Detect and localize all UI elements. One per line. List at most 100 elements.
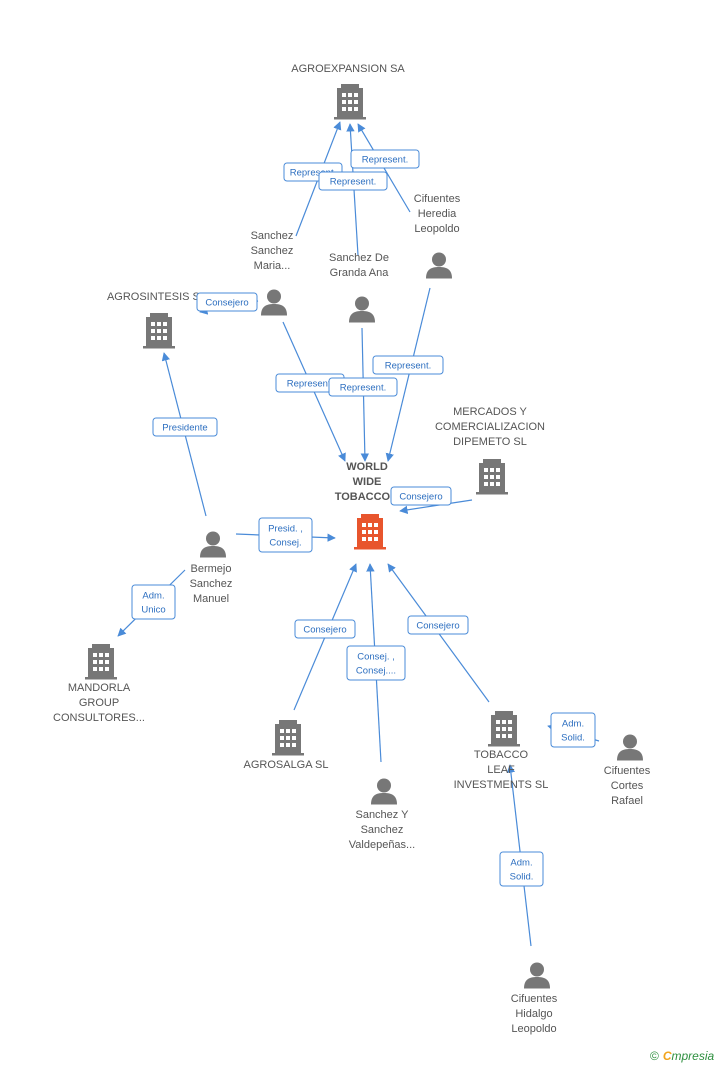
building-icon[interactable]: [488, 711, 520, 747]
edge-label-sanchezana-worldwide[interactable]: Represent.: [328, 377, 398, 397]
node-label[interactable]: MANDORLA: [68, 682, 131, 694]
edge-label-box[interactable]: [550, 712, 596, 748]
node-label[interactable]: AGROSINTESIS S...: [107, 291, 209, 303]
node-label[interactable]: AGROSALGA SL: [244, 759, 329, 771]
node-label[interactable]: Cifuentes: [511, 993, 558, 1005]
edge-label-bermejo-worldwide[interactable]: Presid. , Consej.: [258, 517, 313, 553]
edge-label-sanchezmaria-agrosintesis[interactable]: Consejero: [196, 292, 258, 312]
edge-label-bermejo-mandorla[interactable]: Adm.Unico: [131, 584, 176, 620]
node-label[interactable]: Sanchez: [190, 578, 233, 590]
edge-label-text[interactable]: Consejero: [416, 621, 459, 632]
edge-label-text[interactable]: Consej.: [269, 538, 301, 549]
edge-label-box[interactable]: [328, 377, 398, 397]
node-worldwide[interactable]: WORLDWIDETOBACCO...: [335, 461, 400, 550]
edge-label-text[interactable]: Presidente: [162, 423, 207, 434]
node-label[interactable]: Cifuentes: [604, 765, 651, 777]
node-label[interactable]: AGROEXPANSION SA: [291, 63, 405, 75]
edge-label-text[interactable]: Represent.: [340, 383, 386, 394]
edge-label-text[interactable]: Solid.: [510, 872, 534, 883]
edge-label-box[interactable]: [407, 615, 469, 635]
node-agroexpansion[interactable]: AGROEXPANSION SA: [291, 63, 405, 120]
edge-label-text[interactable]: Represent.: [287, 379, 333, 390]
node-label[interactable]: Granda Ana: [330, 267, 390, 279]
node-label[interactable]: DIPEMETO SL: [453, 436, 527, 448]
person-icon[interactable]: [261, 289, 287, 316]
edge-label-cifuentesheredia-agroexpansion[interactable]: Represent.: [350, 149, 420, 169]
edge-label-box[interactable]: [196, 292, 258, 312]
edge-label-text[interactable]: Consej. ,: [357, 652, 395, 663]
edge-label-text[interactable]: Represent.: [362, 155, 408, 166]
edge-label-tobaccoleaf-worldwide[interactable]: Consejero: [407, 615, 469, 635]
node-label[interactable]: LEAF: [487, 764, 515, 776]
node-label[interactable]: Leopoldo: [414, 223, 459, 235]
edge-label-box[interactable]: [372, 355, 444, 375]
building-icon[interactable]: [143, 313, 175, 349]
node-label[interactable]: WORLD: [346, 461, 388, 473]
edge-label-box[interactable]: [294, 619, 356, 639]
edge-label-text[interactable]: Represent.: [385, 361, 431, 372]
edge-label-text[interactable]: Consej....: [356, 666, 396, 677]
node-label[interactable]: Sanchez: [361, 824, 404, 836]
node-agrosintesis[interactable]: AGROSINTESIS S...: [107, 291, 209, 349]
node-label[interactable]: Leopoldo: [511, 1023, 556, 1035]
edge-label-box[interactable]: [318, 171, 388, 191]
node-mercados[interactable]: MERCADOS Y COMERCIALIZACION DIPEMETO SL: [435, 406, 545, 495]
node-sanchezmaria[interactable]: SanchezSanchezMaria...: [251, 230, 294, 316]
edge-label-box[interactable]: [499, 851, 544, 887]
person-icon[interactable]: [349, 296, 375, 323]
node-label[interactable]: Rafael: [611, 795, 643, 807]
node-label[interactable]: Maria...: [254, 260, 291, 272]
building-icon[interactable]: [476, 459, 508, 495]
edge-label-sanchezvaldepenas-worldwide[interactable]: Consej. , Consej....: [346, 645, 406, 681]
node-label[interactable]: Manuel: [193, 593, 229, 605]
building-icon[interactable]: [85, 644, 117, 680]
edge-label-box[interactable]: [152, 417, 218, 437]
edge-label-box[interactable]: [346, 645, 406, 681]
node-agrosalga[interactable]: AGROSALGA SL: [244, 720, 329, 771]
node-label[interactable]: Heredia: [418, 208, 457, 220]
person-icon[interactable]: [617, 734, 643, 761]
node-label[interactable]: Sanchez Y: [355, 809, 409, 821]
node-label[interactable]: Hidalgo: [515, 1008, 552, 1020]
node-label[interactable]: CONSULTORES...: [53, 712, 145, 724]
edge-label-box[interactable]: [350, 149, 420, 169]
node-label[interactable]: COMERCIALIZACION: [435, 421, 545, 433]
edge-label-text[interactable]: Represent.: [290, 168, 336, 179]
edge-label-text[interactable]: Consejero: [399, 492, 442, 503]
edge-label-text[interactable]: Consejero: [205, 298, 248, 309]
edge-label-mercados-worldwide[interactable]: Consejero: [390, 486, 452, 506]
edge-label-cifuentescortes-tobaccoleaf[interactable]: Adm. Solid.: [550, 712, 596, 748]
edge-label-text[interactable]: Adm.: [562, 719, 584, 730]
node-label[interactable]: WIDE: [353, 476, 382, 488]
edge-label-text[interactable]: Solid.: [561, 733, 585, 744]
edge-label-box[interactable]: [258, 517, 313, 553]
node-label[interactable]: Cifuentes: [414, 193, 461, 205]
edge-label-box[interactable]: [390, 486, 452, 506]
edge-label-text[interactable]: Presid. ,: [268, 524, 303, 535]
node-label[interactable]: MERCADOS Y: [453, 406, 527, 418]
edge-label-text[interactable]: Unico: [141, 605, 165, 616]
edge-label-bermejo-agrosintesis[interactable]: Presidente: [152, 417, 218, 437]
node-label[interactable]: Sanchez: [251, 230, 294, 242]
node-label[interactable]: Cortes: [611, 780, 644, 792]
node-mandorla[interactable]: MANDORLAGROUPCONSULTORES...: [53, 644, 145, 724]
edge-label-cifueteshidalgo-tobaccoleaf[interactable]: Adm.Solid.: [499, 851, 544, 887]
edge-label-sanchezana-agroexpansion[interactable]: Represent.: [318, 171, 388, 191]
building-icon[interactable]: [334, 84, 366, 120]
person-icon[interactable]: [200, 531, 226, 558]
edge-label-cifuentesheredia-worldwide[interactable]: Represent.: [372, 355, 444, 375]
person-icon[interactable]: [426, 252, 452, 279]
node-label[interactable]: Valdepeñas...: [349, 839, 415, 851]
node-label[interactable]: Sanchez: [251, 245, 294, 257]
node-sanchezvaldepenas[interactable]: Sanchez Y SanchezValdepeñas...: [349, 778, 415, 852]
building-icon[interactable]: [354, 514, 386, 550]
person-icon[interactable]: [371, 778, 397, 805]
node-label[interactable]: Bermejo: [191, 563, 232, 575]
edge-label-text[interactable]: Represent.: [330, 177, 376, 188]
